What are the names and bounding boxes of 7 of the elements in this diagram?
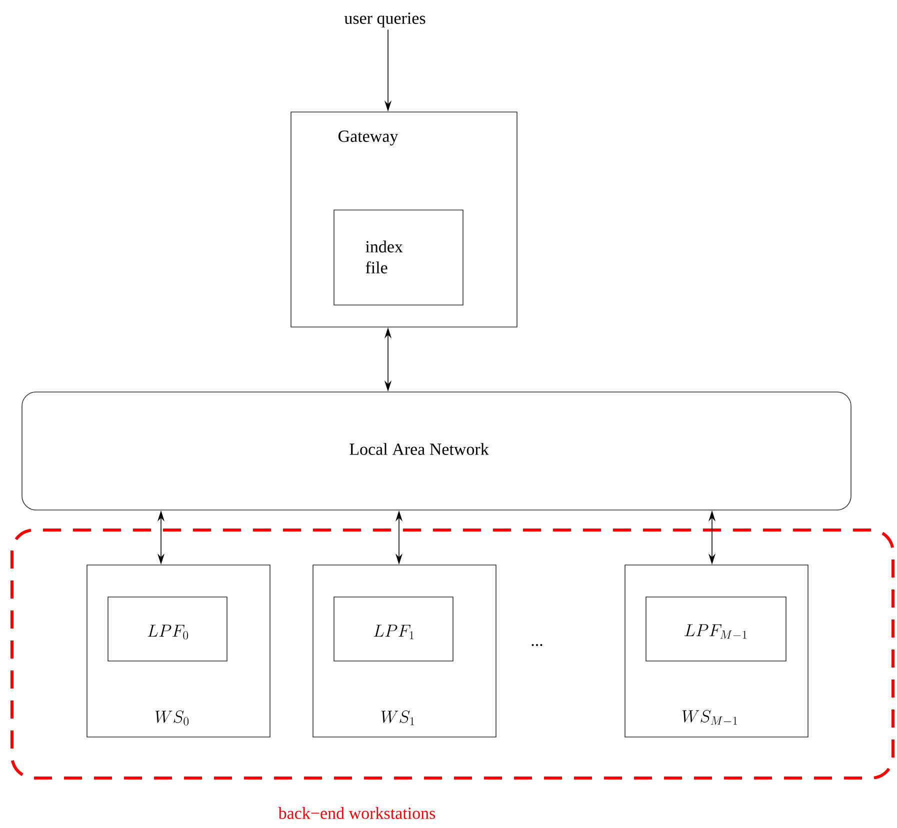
box: $LPF_{M-1}$ [646, 596, 786, 662]
box: index file [334, 210, 464, 306]
ellipsis-label: ... [532, 644, 542, 646]
network-box: Local Area Network [22, 392, 852, 510]
text-label: user queries [344, 12, 426, 28]
box: $LPF_1$ [334, 596, 454, 662]
box: $LPF_0$ [108, 596, 228, 662]
